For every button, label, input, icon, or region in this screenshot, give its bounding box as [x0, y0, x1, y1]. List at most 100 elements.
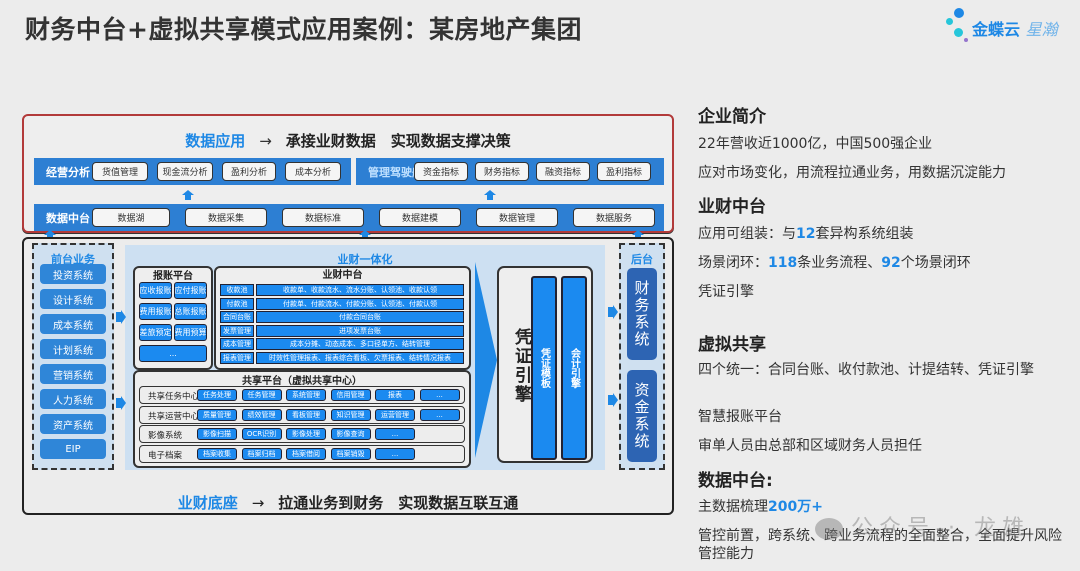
module-content[interactable]: 成本分摊、动态成本、多口径单方、结转管理	[256, 338, 464, 350]
data-application-heading: 数据应用→承接业财数据 实现数据支撑决策	[24, 130, 672, 151]
pill-button[interactable]: 数据湖	[92, 208, 170, 227]
module-content[interactable]: 收款单、收款流水、流水分账、认领池、收款认领	[256, 284, 464, 296]
ye-cai-title: 业财中台	[322, 270, 363, 281]
description-line: 智慧报账平台	[698, 409, 782, 425]
reimburse-button[interactable]: 差旅预定	[139, 324, 172, 341]
voucher-engine-panel: 凭证引擎 凭证模板 会计引擎	[497, 266, 593, 463]
module-label[interactable]: 成本管理	[220, 338, 254, 350]
pill-button[interactable]: 数据管理	[476, 208, 558, 227]
front-system-button[interactable]: 成本系统	[40, 314, 106, 334]
front-system-button[interactable]: 投资系统	[40, 264, 106, 284]
shared-function-button[interactable]: 报表	[375, 389, 415, 401]
reimburse-button[interactable]: 总账报账	[174, 303, 207, 320]
module-content[interactable]: 付款合同台账	[256, 311, 464, 323]
back-office-title: 后台	[631, 253, 653, 266]
module-label[interactable]: 收款池	[220, 284, 254, 296]
flow-arrow-icon	[475, 262, 497, 458]
shared-module-name: 电子档案	[148, 450, 183, 461]
shared-function-button[interactable]: 信用管理	[330, 389, 371, 401]
description-line: 应对市场变化，用流程拉通业务，用数据沉淀能力	[698, 165, 1006, 181]
module-label[interactable]: 合同台账	[220, 311, 254, 323]
shared-function-button[interactable]: 影像扫描	[197, 428, 237, 440]
shared-function-button[interactable]: ...	[419, 408, 460, 421]
highlight-number: 118	[768, 255, 798, 271]
band-label: 数据中台	[46, 211, 90, 225]
shared-module-name: 共享任务中心	[148, 392, 200, 402]
pill-button[interactable]: 资金指标	[414, 162, 468, 181]
voucher-template-button[interactable]: 凭证模板	[531, 276, 557, 460]
description-line: 审单人员由总部和区域财务人员担任	[698, 438, 922, 454]
reimburse-button[interactable]: 应收报账	[139, 282, 172, 299]
accounting-engine-button[interactable]: 会计引擎	[561, 276, 587, 460]
text-span: 主数据梳理	[698, 499, 768, 515]
shared-function-button[interactable]: ...	[375, 447, 415, 460]
band-label: 经营分析	[46, 165, 90, 179]
watermark-text: 公众号 · 龙雄	[851, 516, 1030, 541]
front-system-button[interactable]: 人力系统	[40, 389, 106, 409]
integration-title: 业财一体化	[337, 253, 393, 266]
description-line: 场景闭环：118条业务流程、92个场景闭环	[698, 254, 1068, 272]
shared-platform-title: 共享平台（虚拟共享中心）	[242, 376, 362, 387]
shared-function-button[interactable]: 档案销毁	[330, 447, 371, 460]
pill-button[interactable]: 融资指标	[536, 162, 590, 181]
front-system-button[interactable]: 营销系统	[40, 364, 106, 384]
pill-button[interactable]: 成本分析	[285, 162, 341, 181]
kingdee-logo: 金蝶云 星瀚	[940, 6, 1080, 46]
pill-button[interactable]: 现金流分析	[157, 162, 213, 181]
shared-function-button[interactable]: 档案借阅	[286, 447, 326, 460]
pill-button[interactable]: 盈利指标	[597, 162, 651, 181]
module-label[interactable]: 报表管理	[220, 351, 254, 364]
shared-function-button[interactable]: 档案归档	[241, 447, 282, 460]
data-app-title: 数据应用	[185, 132, 246, 150]
module-content[interactable]: 进项发票台账	[256, 324, 464, 337]
arrow-right-icon: →	[251, 494, 265, 512]
shared-function-button[interactable]: 运营管理	[375, 408, 415, 421]
shared-function-button[interactable]: 任务管理	[241, 389, 282, 401]
shared-function-button[interactable]: OCR识别	[241, 428, 282, 440]
front-system-button[interactable]: 计划系统	[40, 339, 106, 359]
shared-function-button[interactable]: 系统管理	[286, 389, 326, 401]
shared-function-button[interactable]: ...	[419, 389, 460, 401]
up-arrow-icon	[484, 190, 496, 200]
description-line: 凭证引擎	[698, 284, 754, 300]
description-line: 22年营收近1000亿，中国500强企业	[698, 136, 933, 152]
wechat-icon	[815, 518, 843, 540]
pill-button[interactable]: 货值管理	[92, 162, 148, 181]
pill-button[interactable]: 盈利分析	[222, 162, 276, 181]
reimburse-button[interactable]: 应付报账	[174, 282, 207, 299]
pill-button[interactable]: 数据服务	[573, 208, 655, 227]
shared-function-button[interactable]: 影像处理	[286, 428, 326, 440]
pill-button[interactable]: 数据建模	[379, 208, 461, 227]
shared-function-button[interactable]: 知识管理	[330, 408, 371, 421]
shared-function-button[interactable]: 档案收集	[197, 447, 237, 460]
right-arrow-icon	[116, 310, 126, 324]
pill-button[interactable]: 数据采集	[185, 208, 267, 227]
band-label: 管理驾驶舱	[368, 165, 414, 179]
shared-function-button[interactable]: 看板管理	[286, 408, 326, 421]
shared-function-button[interactable]: 质量管理	[197, 408, 237, 421]
section-heading: 虚拟共享	[698, 335, 766, 355]
pill-button[interactable]: 数据标准	[282, 208, 364, 227]
cockpit-band: 管理驾驶舱 资金指标 财务指标 融资指标 盈利指标	[356, 158, 664, 185]
front-system-button[interactable]: 设计系统	[40, 289, 106, 309]
module-content[interactable]: 付款单、付款流水、付款分账、认领池、付款认领	[256, 297, 464, 310]
module-label[interactable]: 付款池	[220, 297, 254, 310]
arrow-right-icon: →	[259, 132, 272, 150]
module-label[interactable]: 发票管理	[220, 324, 254, 337]
logo-dot-icon	[954, 28, 963, 37]
finance-system-button[interactable]: 财务系统	[627, 268, 657, 360]
shared-function-button[interactable]: 影像查询	[330, 428, 371, 440]
front-system-button[interactable]: EIP	[40, 439, 106, 459]
watermark: 公众号 · 龙雄	[815, 510, 1030, 542]
reimburse-button[interactable]: ...	[139, 345, 207, 362]
reimburse-button[interactable]: 费用预算	[174, 324, 207, 341]
module-content[interactable]: 时效性管理报表、报表综合看板、欠票报表、结转情况报表	[256, 351, 464, 364]
shared-function-button[interactable]: 绩效管理	[241, 408, 282, 421]
shared-function-button[interactable]: ...	[375, 428, 415, 440]
front-system-button[interactable]: 资产系统	[40, 414, 106, 434]
fund-system-button[interactable]: 资金系统	[627, 370, 657, 462]
reimburse-button[interactable]: 费用报账	[139, 303, 172, 320]
logo-product: 星瀚	[1025, 20, 1058, 39]
shared-function-button[interactable]: 任务处理	[197, 389, 237, 401]
pill-button[interactable]: 财务指标	[475, 162, 529, 181]
